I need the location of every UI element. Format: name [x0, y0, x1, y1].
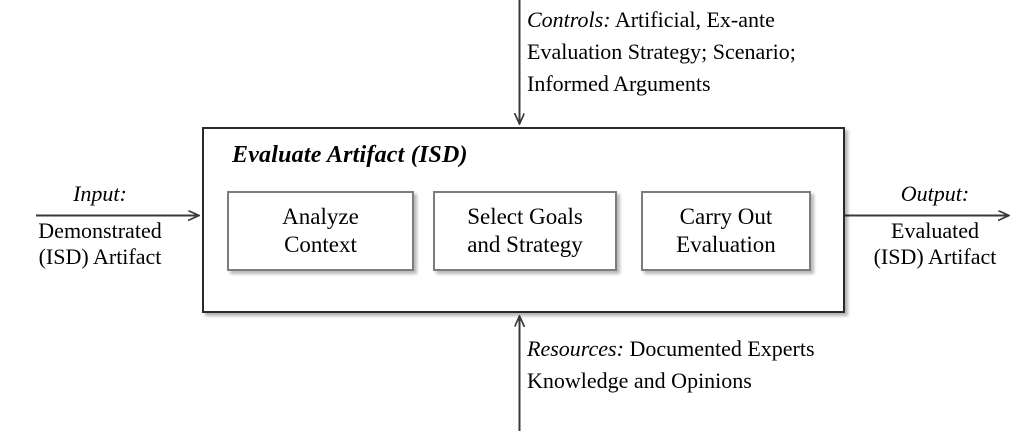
- activity-box-select-goals-and-strategy[interactable]: Select Goals and Strategy: [433, 191, 617, 271]
- controls-line1: Artificial, Ex-ante: [614, 7, 775, 32]
- controls-lead: Controls:: [527, 7, 611, 32]
- controls-label: Controls: Artificial, Ex-ante Evaluation…: [527, 4, 957, 100]
- activity-box-analyze-context[interactable]: Analyze Context: [227, 191, 414, 271]
- activity-label-line2: Context: [284, 232, 357, 257]
- resources-line1: Documented Experts: [629, 336, 815, 361]
- input-line2: (ISD) Artifact: [38, 244, 162, 270]
- input-lead: Input:: [73, 181, 127, 206]
- input-label: Input: Demonstrated (ISD) Artifact: [2, 183, 198, 271]
- input-line1: Demonstrated: [38, 218, 162, 243]
- activity-label-line1: Carry Out: [679, 204, 773, 230]
- output-line2: (ISD) Artifact: [873, 244, 997, 270]
- activity-label-line2: and Strategy: [467, 232, 583, 257]
- controls-line2: Evaluation Strategy; Scenario;: [527, 38, 796, 64]
- output-lead: Output:: [900, 181, 970, 206]
- activity-box-carry-out-evaluation[interactable]: Carry Out Evaluation: [641, 191, 811, 271]
- activity-label-line1: Select Goals: [467, 204, 583, 230]
- controls-line3: Informed Arguments: [527, 70, 711, 96]
- resources-line2: Knowledge and Opinions: [527, 367, 752, 393]
- resources-label: Resources: Documented Experts Knowledge …: [527, 333, 967, 397]
- activity-label-line1: Analyze: [282, 204, 359, 230]
- output-label: Output: Evaluated (ISD) Artifact: [849, 183, 1021, 271]
- activity-label-line2: Evaluation: [676, 232, 776, 257]
- resources-lead: Resources:: [527, 336, 624, 361]
- output-line1: Evaluated: [891, 218, 979, 243]
- process-title: Evaluate Artifact (ISD): [232, 142, 468, 168]
